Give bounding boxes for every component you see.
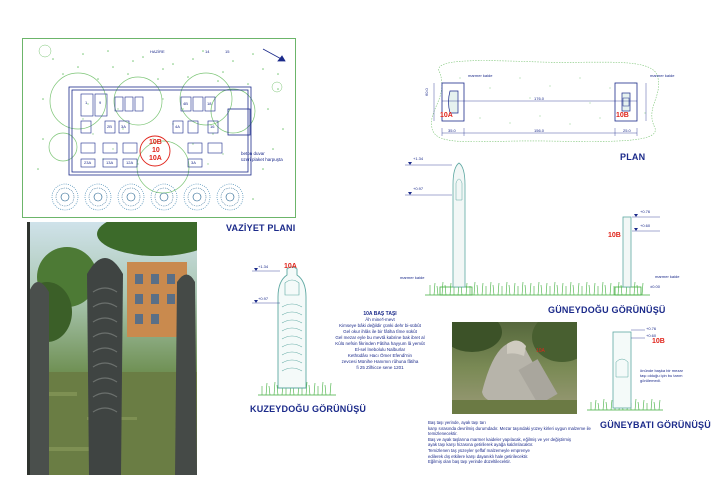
- tomb-label: 9: [99, 100, 102, 105]
- se-mark-right-top: +0.76: [640, 209, 651, 214]
- tomb-label: 16: [210, 124, 215, 129]
- svg-text:10A: 10A: [536, 348, 546, 354]
- inscription-line: Gel mezar eyle bu mevtâ kabrine bak ibre…: [335, 335, 425, 340]
- wall-note: beton duvar üzeri plaket harpuşta: [241, 151, 283, 162]
- highlight-tomb-10a: 10A: [149, 155, 162, 162]
- plan-dim-top: 176.0: [534, 96, 545, 101]
- note-line: ayak taşı karşı hizasına getirilerek aya…: [428, 442, 534, 448]
- plan-dim-side: 60.0: [424, 88, 429, 96]
- southeast-title: GÜNEYDOĞU GÖRÜNÜŞÜ: [548, 305, 666, 315]
- fallen-stone-photo: 10A: [452, 322, 577, 414]
- note-line: Baş ve ayak taşlarına marmer kaideler ya…: [428, 436, 572, 442]
- plan-dim-left: 35.0: [448, 128, 456, 133]
- plan-title: PLAN: [620, 152, 646, 162]
- inscription-line: Kimseye bâki değildir çünki dehr bi-sübû…: [339, 323, 421, 328]
- note-line: Eğilmiş olan baş taşı yerinde düzeltilec…: [428, 459, 511, 465]
- se-mark-top: +1.34: [413, 156, 424, 161]
- se-ground: ±0.00: [650, 284, 660, 289]
- tomb-label: 13A: [106, 160, 114, 165]
- north-arrow-icon: [262, 48, 286, 62]
- top-number-2: 15: [225, 49, 230, 54]
- plan-id-right: 10B: [616, 112, 629, 119]
- ne-mark-mid: +0.97: [258, 296, 269, 301]
- inscription-line: Kûlü nefsin fikrinden Fâtiha hayyum lâ y…: [335, 341, 425, 346]
- note-line: Baş taşı yerinde, ayak taşı tarı: [428, 420, 486, 425]
- sw-note: önünde başka bir mezar taşı olduğu için …: [640, 368, 683, 383]
- inscription-line: Gel okur ihlâs ile bir fâtiha tîme sükût: [343, 329, 417, 334]
- tomb-label: 3A: [121, 124, 126, 129]
- inscription-text: 10A BAŞ TAŞI Âh mine'l-mevt Kimseye bâki…: [320, 311, 440, 371]
- ne-mark-top: +1.34: [258, 264, 269, 269]
- note-line: karşı sırasında devrilmiş durumdadır. Me…: [428, 425, 591, 437]
- note-line: edilerek dış etkilere karşı dayanıklı ha…: [428, 453, 529, 459]
- inscription-line: fi 25 Zilhicce sene 1201: [356, 365, 404, 370]
- plan-id-left: 10A: [440, 112, 453, 119]
- inscription-line: Âh mine'l-mevt: [365, 317, 395, 322]
- highlighted-tomb-circle: [139, 135, 171, 167]
- se-base-left: marmer kaide: [400, 275, 425, 280]
- inscription-line: zevcesi Münihe Hanımın rûhuna fâtiha: [341, 359, 419, 364]
- site-plan-frame: HAZİRE 14 15 1 9 4B 18 2B 3A 4A 16 10B 1…: [22, 38, 296, 218]
- sw-mark-mid: +0.60: [646, 333, 657, 338]
- northeast-elevation-drawing: [252, 266, 336, 396]
- enclosure-wall: [68, 86, 252, 176]
- site-plan-title: VAZİYET PLANI: [226, 223, 296, 233]
- top-number-1: 14: [205, 49, 210, 54]
- highlight-tomb-10b: 10B: [149, 139, 162, 146]
- sw-id: 10B: [652, 338, 665, 345]
- tomb-label: 2B: [107, 124, 112, 129]
- note-line: Temizlenen taş yüzeyler şeffaf malzemeyl…: [428, 447, 530, 453]
- tomb-label: 12A: [126, 160, 134, 165]
- tomb-label: 4A: [175, 124, 180, 129]
- ne-id: 10A: [284, 263, 297, 270]
- southwest-elevation-drawing: [587, 329, 663, 411]
- tomb-label: 1: [85, 100, 88, 105]
- se-mark-right-mid: +0.60: [640, 223, 651, 228]
- northeast-title: KUZEYDOĞU GÖRÜNÜŞÜ: [250, 404, 367, 414]
- hazire-label: HAZİRE: [150, 49, 165, 54]
- se-base-right: marmer kaide: [655, 274, 680, 279]
- plan-dim-bottom: 156.0: [534, 128, 545, 133]
- gravestones-photo: [27, 222, 197, 475]
- agave-plants: [51, 183, 244, 211]
- tomb-label: 18: [207, 101, 212, 106]
- tomb-label: 23A: [84, 160, 92, 165]
- plan-dim-right: 25.0: [623, 128, 631, 133]
- site-plan-drawing: [37, 44, 286, 211]
- vegetation-dots: [37, 50, 284, 200]
- highlight-tomb-10: 10: [152, 147, 160, 154]
- restoration-notes: Baş taşı yerinde, ayak taşı tarı karşı s…: [428, 420, 598, 465]
- inscription-heading: 10A BAŞ TAŞI: [363, 311, 397, 317]
- southeast-elevation-drawing: [405, 162, 660, 296]
- se-id-right: 10B: [608, 232, 621, 239]
- plan-left-base-label: marmer kaide: [468, 73, 493, 78]
- southwest-title: GÜNEYBATI GÖRÜNÜŞÜ: [600, 420, 711, 430]
- tomb-label: 4B: [183, 101, 188, 106]
- tomb-label: 3A: [191, 160, 196, 165]
- inscription-line: Kethüdâsı Hacı Ömer Efendi'nin: [347, 353, 413, 358]
- plan-view-drawing: [431, 60, 659, 143]
- plan-right-base-label: marmer kaide: [650, 73, 675, 78]
- sw-mark-top: +0.76: [646, 326, 657, 331]
- inscription-line: El-sel İnebolulu Nalburlar: [354, 347, 406, 352]
- se-mark-mid: +0.97: [413, 186, 424, 191]
